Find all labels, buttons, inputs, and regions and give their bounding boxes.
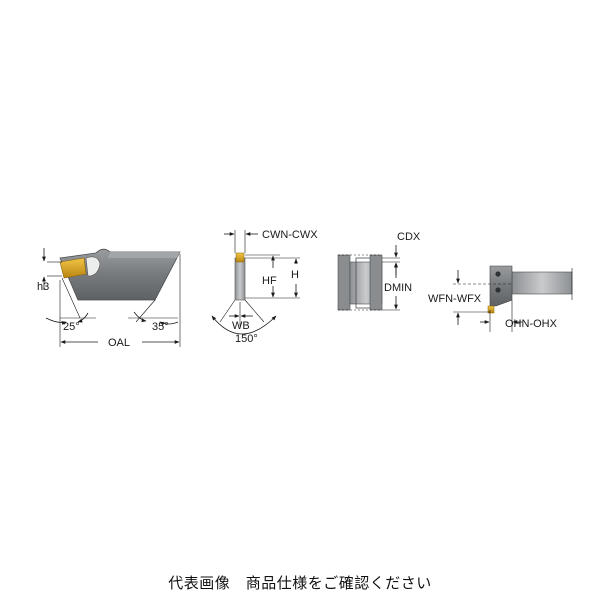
end-view-insert xyxy=(235,252,245,263)
insert-gold xyxy=(59,257,87,279)
bore-wall-left xyxy=(337,254,351,311)
wb-label: WB xyxy=(232,320,250,332)
h3-label: h3 xyxy=(37,281,49,293)
bore-wall-right xyxy=(369,254,383,311)
wfn-wfx-label: WFN-WFX xyxy=(428,293,482,305)
bore-section-view: CDX DMIN xyxy=(337,231,421,311)
holder-screw-top xyxy=(495,271,501,277)
blade-top-highlight xyxy=(108,252,180,258)
h-label: H xyxy=(291,269,299,281)
holder-shank xyxy=(511,271,573,295)
angle-left-label: 25° xyxy=(63,321,80,333)
blade-side-view: h3 25° 35° OAL xyxy=(37,248,181,349)
angle-right-label: 35° xyxy=(152,321,169,333)
hf-label: HF xyxy=(262,275,277,287)
ohn-ohx-label: OHN-OHX xyxy=(505,318,558,330)
dmin-label: DMIN xyxy=(384,282,412,294)
holder-head xyxy=(489,265,513,307)
oal-label: OAL xyxy=(108,337,130,349)
caption: 代表画像 商品仕様をご確認ください xyxy=(168,574,432,592)
holder-assembly-view: WFN-WFX OHN-OHX xyxy=(428,265,573,332)
insert-pocket xyxy=(85,256,101,277)
angle-bottom-label: 150° xyxy=(235,333,258,345)
holder-insert xyxy=(487,305,495,314)
blade-end-view: CWN-CWX HF H WB 150° xyxy=(211,229,318,345)
end-view-shank xyxy=(234,257,246,301)
holder-screw-bottom xyxy=(495,287,501,293)
cdx-label: CDX xyxy=(397,231,421,243)
cwn-cwx-label: CWN-CWX xyxy=(262,229,318,241)
